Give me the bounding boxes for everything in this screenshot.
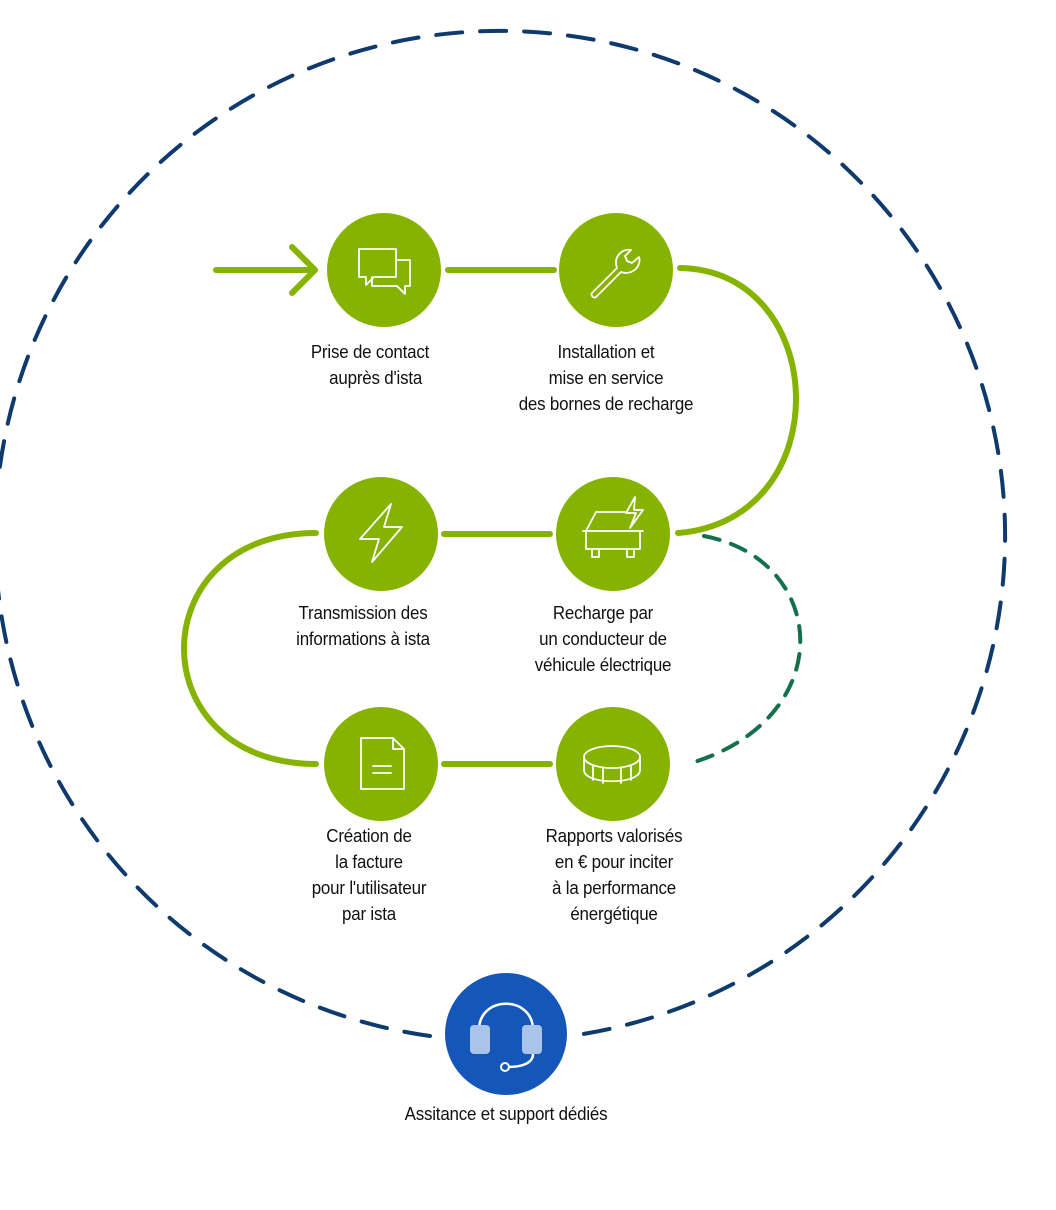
label-recharge-line-3: véhicule électrique — [534, 655, 672, 675]
entry-arrow-head — [289, 244, 318, 296]
label-rapports-line-3: à la performance — [552, 878, 676, 898]
label-recharge-line-2: un conducteur de — [539, 629, 667, 649]
chat-bubbles-icon — [358, 248, 411, 295]
label-facture-line-2: la facture — [335, 852, 403, 872]
label-facture-line-3: pour l'utilisateur — [311, 878, 427, 898]
step-circle-rapports — [556, 707, 670, 821]
step-circle-transmission — [324, 477, 438, 591]
label-support: Assitance et support dédiés — [346, 1101, 666, 1127]
wrench-icon — [590, 248, 641, 299]
document-icon — [360, 737, 405, 790]
label-transmission-line-2: informations à ista — [296, 629, 430, 649]
label-recharge: Recharge par un conducteur de véhicule é… — [490, 600, 716, 678]
label-installation-line-1: Installation et — [557, 342, 655, 362]
flow-path — [181, 244, 799, 767]
label-contact: Prise de contact auprès d'ista — [257, 339, 483, 391]
curve-right — [675, 265, 799, 536]
label-facture-line-4: par ista — [342, 904, 396, 924]
support-circle — [445, 973, 567, 1095]
label-rapports-line-4: énergétique — [570, 904, 658, 924]
outer-dashed-circle — [0, 28, 1008, 1038]
label-installation-line-3: des bornes de recharge — [518, 394, 694, 414]
label-rapports: Rapports valorisés en € pour inciter à l… — [501, 823, 727, 927]
label-contact-line-1: Prise de contact — [310, 342, 430, 362]
label-transmission-line-1: Transmission des — [298, 603, 428, 623]
curve-left — [181, 530, 319, 767]
step-circle-facture — [324, 707, 438, 821]
label-contact-line-2: auprès d'ista — [329, 368, 423, 388]
label-support-text: Assitance et support dédiés — [404, 1104, 608, 1124]
label-facture-line-1: Création de — [326, 826, 412, 846]
label-rapports-line-1: Rapports valorisés — [545, 826, 683, 846]
step-circle-contact — [327, 213, 441, 327]
lightning-icon — [359, 503, 403, 563]
feedback-dashed-loop — [686, 534, 803, 766]
label-rapports-line-2: en € pour inciter — [554, 852, 674, 872]
step-circle-recharge — [556, 477, 670, 591]
label-installation: Installation et mise en service des born… — [493, 339, 719, 417]
label-facture: Création de la facture pour l'utilisateu… — [256, 823, 482, 927]
label-transmission: Transmission des informations à ista — [250, 600, 476, 652]
label-installation-line-2: mise en service — [548, 368, 664, 388]
coin-icon — [583, 745, 641, 784]
headset-icon — [470, 1002, 542, 1072]
car-charging-icon — [582, 496, 644, 558]
label-recharge-line-1: Recharge par — [552, 603, 654, 623]
